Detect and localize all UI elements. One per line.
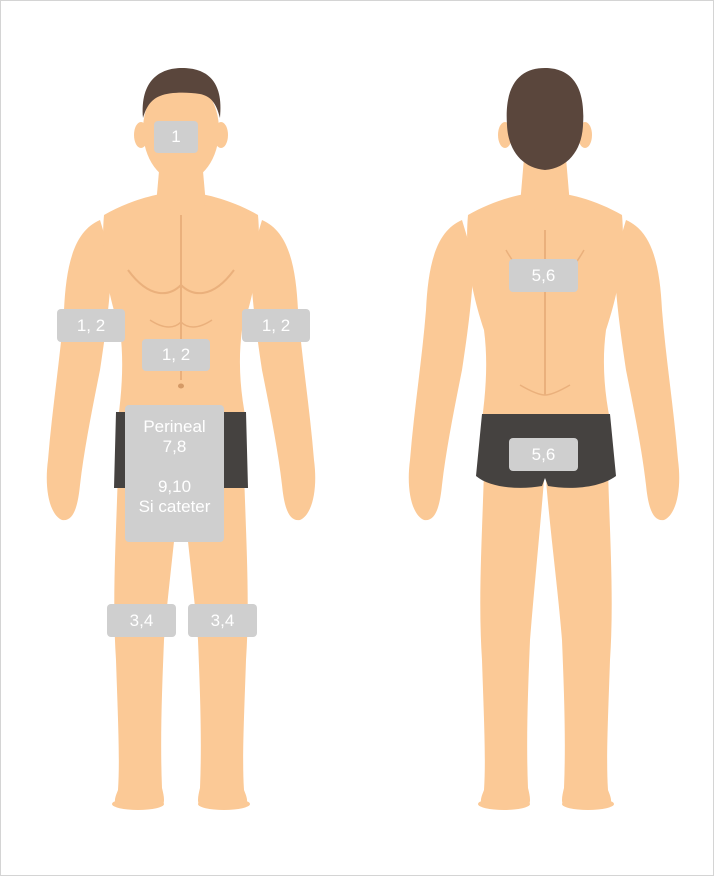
catheter-values: 9,10 — [158, 477, 191, 497]
back-right-arm — [614, 220, 679, 520]
label-left-knee: 3,4 — [107, 604, 176, 637]
label-upper-back: 5,6 — [509, 259, 578, 292]
label-left-upper-arm: 1, 2 — [57, 309, 125, 342]
label-right-upper-arm: 1, 2 — [242, 309, 310, 342]
label-abdomen: 1, 2 — [142, 339, 210, 371]
front-left-arm — [47, 220, 112, 520]
label-face: 1 — [154, 121, 198, 153]
label-buttocks: 5,6 — [509, 438, 578, 471]
perineal-values: 7,8 — [163, 437, 187, 457]
front-right-arm — [250, 220, 315, 520]
catheter-text: Si cateter — [139, 497, 211, 517]
back-right-leg — [546, 470, 612, 807]
label-right-knee: 3,4 — [188, 604, 257, 637]
perineal-title: Perineal — [143, 417, 205, 437]
label-perineal-area: Perineal 7,8 9,10 Si cateter — [125, 405, 224, 542]
back-left-arm — [409, 220, 474, 520]
back-hair — [507, 68, 584, 170]
back-left-leg — [480, 470, 544, 807]
